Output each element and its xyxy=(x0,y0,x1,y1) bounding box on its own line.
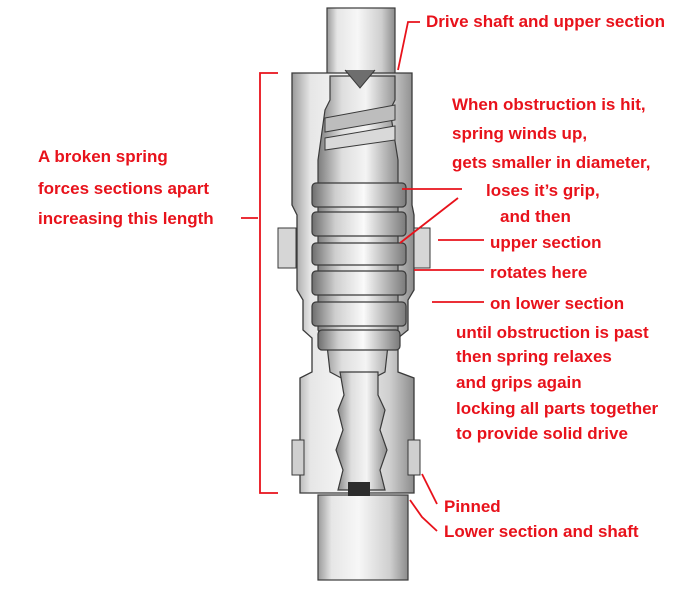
label-broken-spring-2: forces sections apart xyxy=(38,179,210,198)
bracket-length xyxy=(259,72,278,494)
label-broken-spring-3: increasing this length xyxy=(38,209,214,228)
label-lower-section: on lower section xyxy=(490,294,625,313)
leader-loses-grip-2 xyxy=(399,197,459,244)
leader-drive-shaft xyxy=(397,21,420,71)
cutaway-interior xyxy=(311,69,407,496)
upper-drive-shaft xyxy=(326,7,396,79)
label-obstruction-5: and then xyxy=(500,207,571,226)
lower-shaft xyxy=(317,494,409,581)
label-obstruction-1: When obstruction is hit, xyxy=(452,95,646,114)
label-upper-section: upper section xyxy=(490,233,602,252)
label-until-past-5: to provide solid drive xyxy=(456,424,628,443)
label-rotates-here: rotates here xyxy=(490,263,588,282)
leader-pinned xyxy=(421,473,438,505)
label-obstruction-4: loses it’s grip, xyxy=(486,181,600,200)
label-until-past-3: and grips again xyxy=(456,373,582,392)
label-drive-shaft: Drive shaft and upper section xyxy=(426,12,665,31)
leader-lower-shaft xyxy=(409,499,438,532)
label-until-past-2: then spring relaxes xyxy=(456,347,612,366)
label-obstruction-3: gets smaller in diameter, xyxy=(452,153,651,172)
label-until-past-1: until obstruction is past xyxy=(456,323,649,342)
annotation-lines xyxy=(241,21,484,532)
label-until-past-4: locking all parts together xyxy=(456,399,659,418)
label-pinned: Pinned xyxy=(444,497,501,516)
label-lower-shaft: Lower section and shaft xyxy=(444,522,639,541)
label-obstruction-2: spring winds up, xyxy=(452,124,588,143)
label-broken-spring-1: A broken spring xyxy=(38,147,168,166)
